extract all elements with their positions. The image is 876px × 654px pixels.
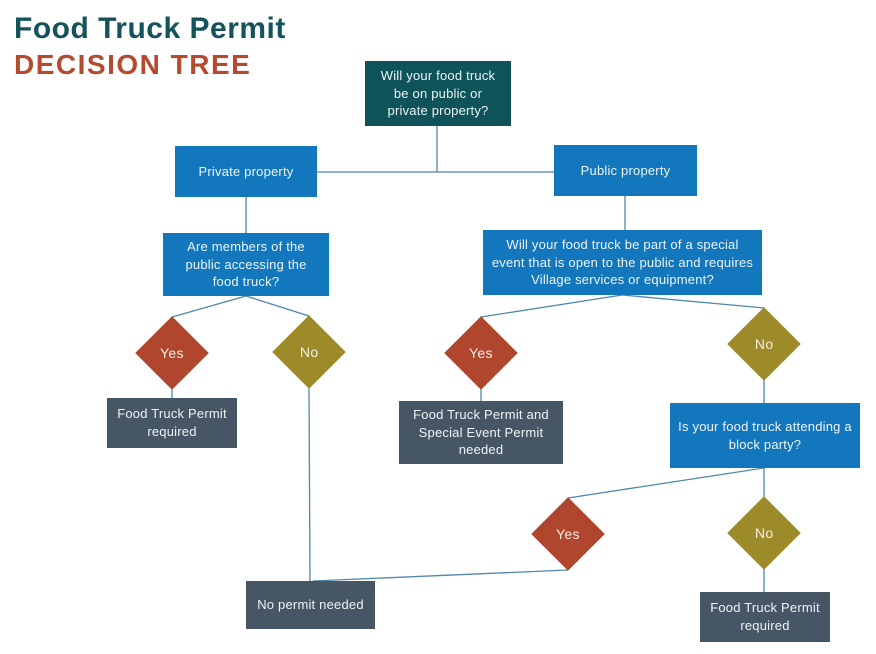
connector-block-yes (567, 467, 765, 499)
node-access-question-label: Are members of the public accessing the … (185, 238, 307, 290)
node-permit-required-left-label: Food Truck Permit required (117, 406, 227, 439)
connector-blockyes-nopermit (312, 569, 569, 582)
diamond-event-yes-label: Yes (469, 345, 493, 361)
node-permit-required-right-label: Food Truck Permit required (710, 600, 820, 633)
title-main: Food Truck Permit (14, 12, 286, 45)
node-block-party-question: Is your food truck attending a block par… (670, 403, 860, 468)
connector-accessno-nopermit (308, 387, 311, 582)
node-public-property-label: Public property (580, 162, 671, 178)
node-private-property: Private property (175, 146, 317, 197)
diamond-access-no-label: No (299, 344, 319, 360)
diamond-block-no-label: No (754, 525, 774, 541)
connector-event-no (621, 294, 765, 309)
connector-access-yes (171, 295, 247, 318)
diamond-block-yes-label: Yes (556, 526, 580, 542)
title-sub: DECISION TREE (14, 48, 252, 80)
node-permit-and-event-label: Food Truck Permit and Special Event Perm… (413, 406, 549, 458)
diamond-access-yes-label: Yes (160, 345, 184, 361)
node-permit-required-right: Food Truck Permit required (700, 592, 830, 642)
node-private-property-label: Private property (198, 163, 294, 179)
node-permit-required-left: Food Truck Permit required (107, 398, 237, 448)
node-block-party-question-label: Is your food truck attending a block par… (678, 418, 852, 452)
node-permit-and-event: Food Truck Permit and Special Event Perm… (399, 401, 563, 464)
node-root-question: Will your food truck be on public or pri… (365, 61, 511, 126)
connector-event-yes (480, 294, 623, 318)
node-special-event-question: Will your food truck be part of a specia… (483, 230, 762, 295)
node-access-question: Are members of the public accessing the … (163, 233, 329, 296)
page-title: Food Truck Permit DECISION TREE (14, 10, 286, 81)
node-no-permit-needed-label: No permit needed (257, 597, 364, 613)
node-public-property: Public property (554, 145, 697, 196)
node-no-permit-needed: No permit needed (246, 581, 375, 629)
connector-access-no (245, 295, 310, 317)
node-special-event-question-label: Will your food truck be part of a specia… (491, 236, 754, 288)
node-root-question-label: Will your food truck be on public or pri… (380, 67, 496, 119)
diamond-event-no-label: No (754, 336, 774, 352)
